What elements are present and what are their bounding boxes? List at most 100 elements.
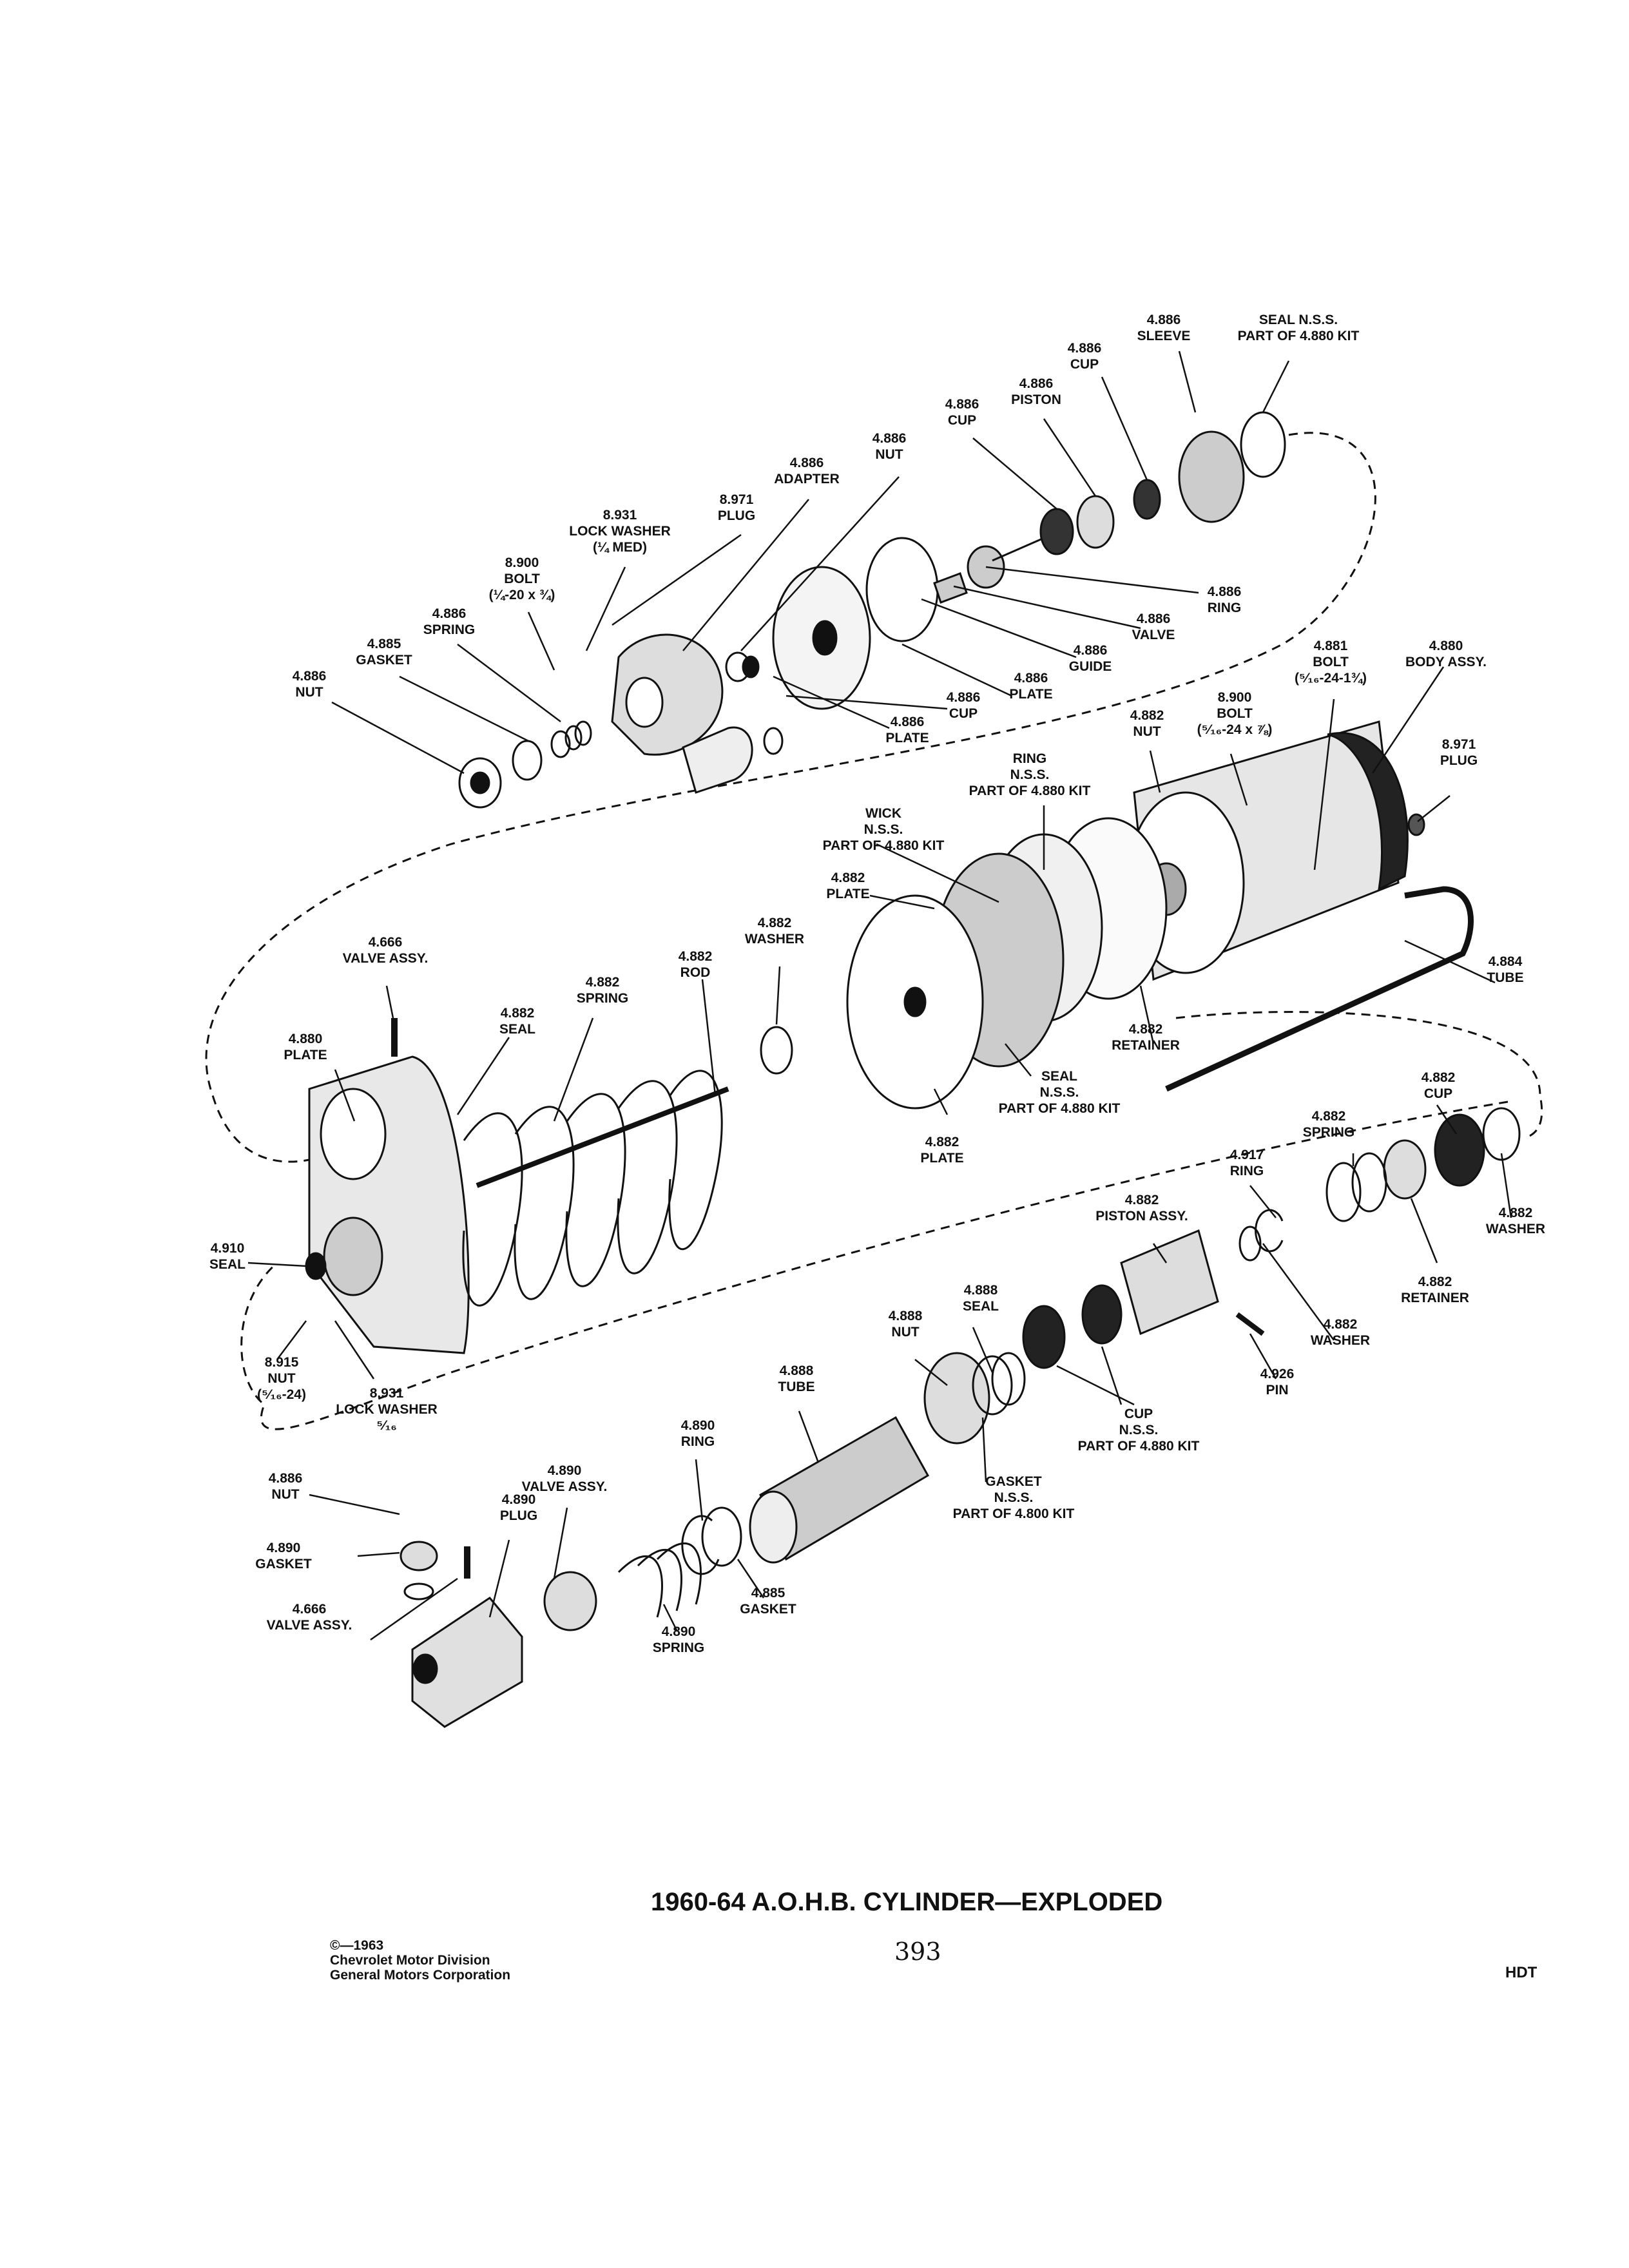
callout-line: PISTON ASSY.: [1095, 1209, 1188, 1224]
callout-line: (¼ MED): [593, 540, 647, 555]
callout-line: PART OF 4.880 KIT: [998, 1101, 1121, 1116]
callout-line: PLUG: [499, 1508, 538, 1523]
callout-line: 4.882: [678, 949, 713, 964]
callout-line: RETAINER: [1112, 1038, 1180, 1053]
main-body-assembly: [760, 720, 1474, 1110]
callout-line: RING: [680, 1434, 715, 1449]
callout-line: SEAL: [962, 1299, 999, 1314]
callout-line: PIN: [1266, 1383, 1289, 1398]
callout-line: 4.882: [1498, 1206, 1533, 1220]
callout-line: RING: [1012, 751, 1047, 766]
callout-line: 4.882: [925, 1135, 959, 1149]
callout-line: (⁵⁄₁₆-24 x ⅞): [1197, 722, 1273, 737]
upper-valve-assembly: [458, 411, 1286, 809]
callout-line: N.S.S.: [1010, 767, 1050, 782]
callout-line: 4.666: [292, 1602, 327, 1617]
callout-line: PART OF 4.880 KIT: [969, 783, 1091, 798]
leader-lines: [247, 351, 1512, 1641]
callout-line: 4.886: [789, 456, 824, 470]
callout-line: N.S.S.: [994, 1490, 1034, 1505]
callout-line: 4.885: [367, 637, 401, 651]
callout-line: 4.890: [661, 1624, 696, 1639]
callout-line: 4.885: [751, 1586, 786, 1600]
callout-line: 8.931: [369, 1386, 404, 1401]
callout-line: NUT: [295, 685, 323, 700]
callout-line: GASKET: [985, 1474, 1042, 1489]
callout-line: GUIDE: [1068, 659, 1112, 674]
callout-line: BODY ASSY.: [1405, 655, 1487, 669]
callout-seal-nss-top: SEAL N.S.S.PART OF 4.880 KIT: [1238, 312, 1360, 344]
callout-line: NUT: [271, 1487, 300, 1502]
callout-line: 8.915: [264, 1355, 299, 1370]
callout-line: GASKET: [255, 1557, 312, 1571]
callout-line: RING: [1229, 1164, 1264, 1178]
callout-line: BOLT: [1217, 706, 1253, 721]
callout-line: 4.890: [501, 1492, 536, 1507]
callout-line: BOLT: [504, 572, 540, 586]
callout-line: (¼-20 x ¾): [488, 588, 555, 602]
spring-rod-plate: [305, 1018, 729, 1354]
callout-line: ⁵⁄₁₆: [376, 1418, 397, 1433]
callout-line: 4.910: [210, 1241, 245, 1256]
callout-line: SPRING: [423, 622, 476, 637]
callout-line: SEAL: [1041, 1069, 1077, 1084]
callout-line: SEAL N.S.S.: [1258, 312, 1338, 327]
callout-line: NUT: [1133, 724, 1161, 739]
callout-line: PART OF 4.880 KIT: [822, 838, 945, 853]
callout-line: 4.886: [1067, 341, 1102, 356]
copyright-line: ©—1963: [330, 1938, 384, 1953]
callout-line: 4.888: [963, 1283, 998, 1298]
callout-line: PLATE: [1009, 687, 1053, 702]
callout-line: 4.886: [1014, 671, 1048, 686]
callout-line: 4.888: [888, 1309, 923, 1323]
callout-line: 4.882: [1418, 1274, 1452, 1289]
callout-line: 4.886: [945, 397, 979, 412]
callout-line: PLATE: [284, 1048, 327, 1062]
callout-line: 8.931: [602, 508, 637, 523]
callout-line: SLEEVE: [1137, 329, 1191, 343]
callout-line: CUP: [1070, 357, 1099, 372]
callout-line: PLATE: [885, 731, 929, 745]
callout-line: TUBE: [1487, 970, 1524, 985]
callout-line: CUP: [1423, 1086, 1453, 1101]
callout-line: PLUG: [1440, 753, 1478, 768]
callout-line: 4.886: [1207, 584, 1242, 599]
callout-line: PLATE: [920, 1151, 964, 1166]
callout-line: 4.882: [1311, 1109, 1346, 1124]
callout-line: SEAL: [499, 1022, 536, 1037]
